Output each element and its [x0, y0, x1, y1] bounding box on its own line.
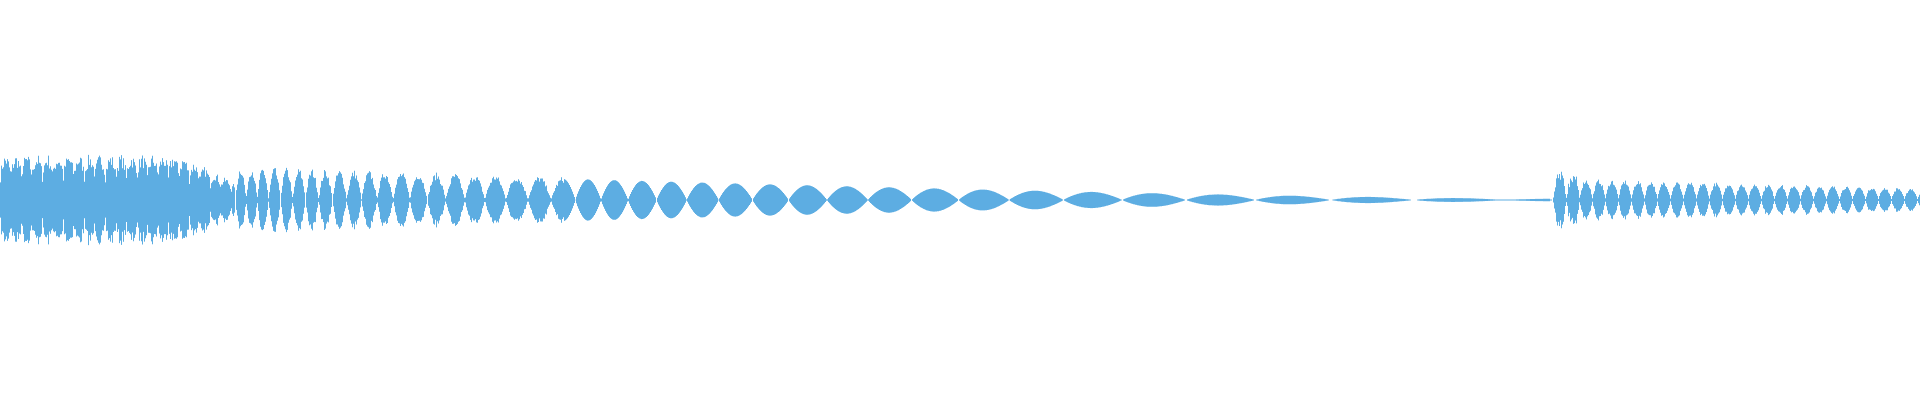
waveform-path [0, 154, 1920, 246]
waveform-bars [0, 154, 1920, 246]
